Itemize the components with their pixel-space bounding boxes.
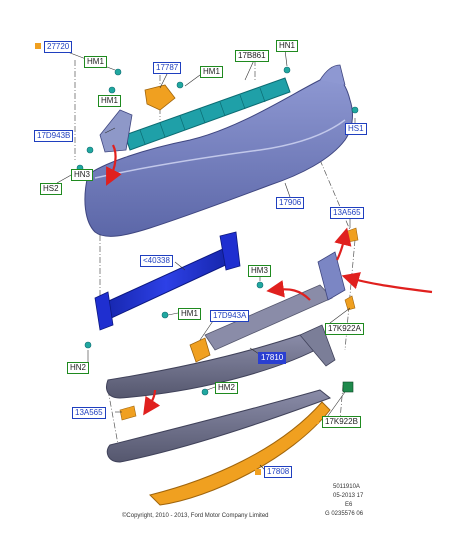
footer-code-2: 05-2013 17 xyxy=(333,493,364,499)
label-17k922a: 17K922A xyxy=(325,323,364,335)
rear-skirt xyxy=(106,389,332,463)
label-hn3: HN3 xyxy=(71,169,94,181)
lower-trim xyxy=(106,324,336,399)
footer-code-4: G 0235576 06 xyxy=(325,511,364,517)
label-17k922b: 17K922B xyxy=(322,416,361,428)
label-27720: 27720 xyxy=(44,41,73,53)
energy-absorber xyxy=(124,77,291,151)
reinforcement-beam xyxy=(94,231,241,331)
bracket-17787 xyxy=(144,84,176,111)
label-hn1-a: HN1 xyxy=(276,40,299,52)
label-hm1-a: HM1 xyxy=(84,56,107,68)
label-hs2: HS2 xyxy=(40,183,62,195)
label-17906: 17906 xyxy=(276,197,305,209)
copyright-text: ©Copyright, 2010 - 2013, Ford Motor Comp… xyxy=(122,513,269,519)
label-hm1-c: HM1 xyxy=(98,95,121,107)
clip-13a565-upper xyxy=(344,227,359,243)
label-hn2: HN2 xyxy=(67,362,90,374)
color-marker-27720 xyxy=(35,43,41,49)
label-17d943b: 17D943B xyxy=(34,130,74,142)
end-bracket-17k922a xyxy=(317,251,346,301)
red-arrows xyxy=(106,144,433,416)
label-17810: 17810 xyxy=(258,352,287,364)
color-marker-17808 xyxy=(255,469,261,475)
bracket-17d943a xyxy=(189,337,211,363)
label-hm1-b: HM1 xyxy=(200,66,223,78)
footer-code-3: E6 xyxy=(345,502,353,508)
fasteners xyxy=(76,66,359,396)
label-40338: <40338 xyxy=(140,255,173,267)
label-hm1-d: HM1 xyxy=(178,308,201,320)
label-17787: 17787 xyxy=(153,62,182,74)
label-13a565-a: 13A565 xyxy=(330,207,364,219)
bracket-17d943b xyxy=(99,109,133,153)
footer-code-1: 5011910A xyxy=(333,484,360,490)
label-17808: 17808 xyxy=(264,466,293,478)
block-17k922b xyxy=(342,381,354,393)
label-hs1: HS1 xyxy=(345,123,367,135)
bumper-cover xyxy=(84,64,353,237)
label-hm3: HM3 xyxy=(248,265,271,277)
label-hm2: HM2 xyxy=(215,382,238,394)
clip-17k922a xyxy=(344,295,356,311)
clip-13a565-lower xyxy=(119,405,137,421)
color-marker-17k922b xyxy=(313,418,319,424)
skid-plate xyxy=(149,401,331,506)
label-17d943a: 17D943A xyxy=(210,310,250,322)
label-17b861: 17B861 xyxy=(235,50,269,62)
label-13a565-b: 13A565 xyxy=(72,407,106,419)
